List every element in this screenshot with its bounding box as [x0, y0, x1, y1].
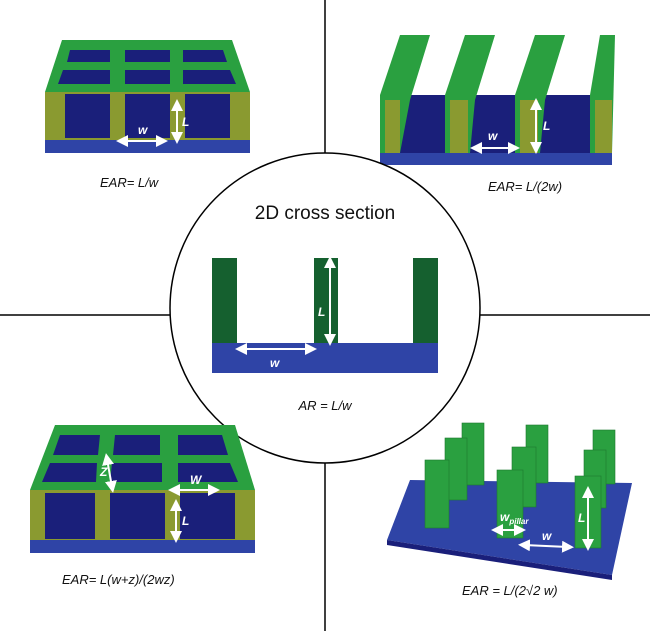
label-L: L [318, 305, 325, 319]
equation-rect-holes: EAR= L(w+z)/(2wz) [62, 572, 175, 587]
panel-square-holes: w L [45, 40, 250, 153]
panel-rect-holes: Z W L [30, 425, 255, 553]
label-w: w [138, 123, 148, 137]
equation-square-holes: EAR= L/w [100, 175, 160, 190]
label-L: L [578, 511, 585, 525]
label-z: Z [99, 465, 108, 479]
label-w: w [542, 529, 552, 543]
panel-pillars: wpillar w L [387, 422, 632, 580]
label-L: L [182, 115, 189, 129]
label-W: W [190, 473, 203, 487]
panel-trenches: w L [380, 35, 615, 165]
label-w: w [270, 356, 280, 370]
label-L: L [182, 514, 189, 528]
label-w: w [488, 129, 498, 143]
label-L: L [543, 119, 550, 133]
label-wpillar: wpillar [500, 510, 529, 526]
equation-pillars: EAR = L/(2√2 w) [462, 583, 558, 598]
cross-section-title: 2D cross section [255, 203, 395, 224]
cross-section: 2D cross section L w AR = L/w [212, 203, 438, 413]
equation-ar: AR = L/w [297, 398, 353, 413]
equation-trenches: EAR= L/(2w) [488, 179, 562, 194]
